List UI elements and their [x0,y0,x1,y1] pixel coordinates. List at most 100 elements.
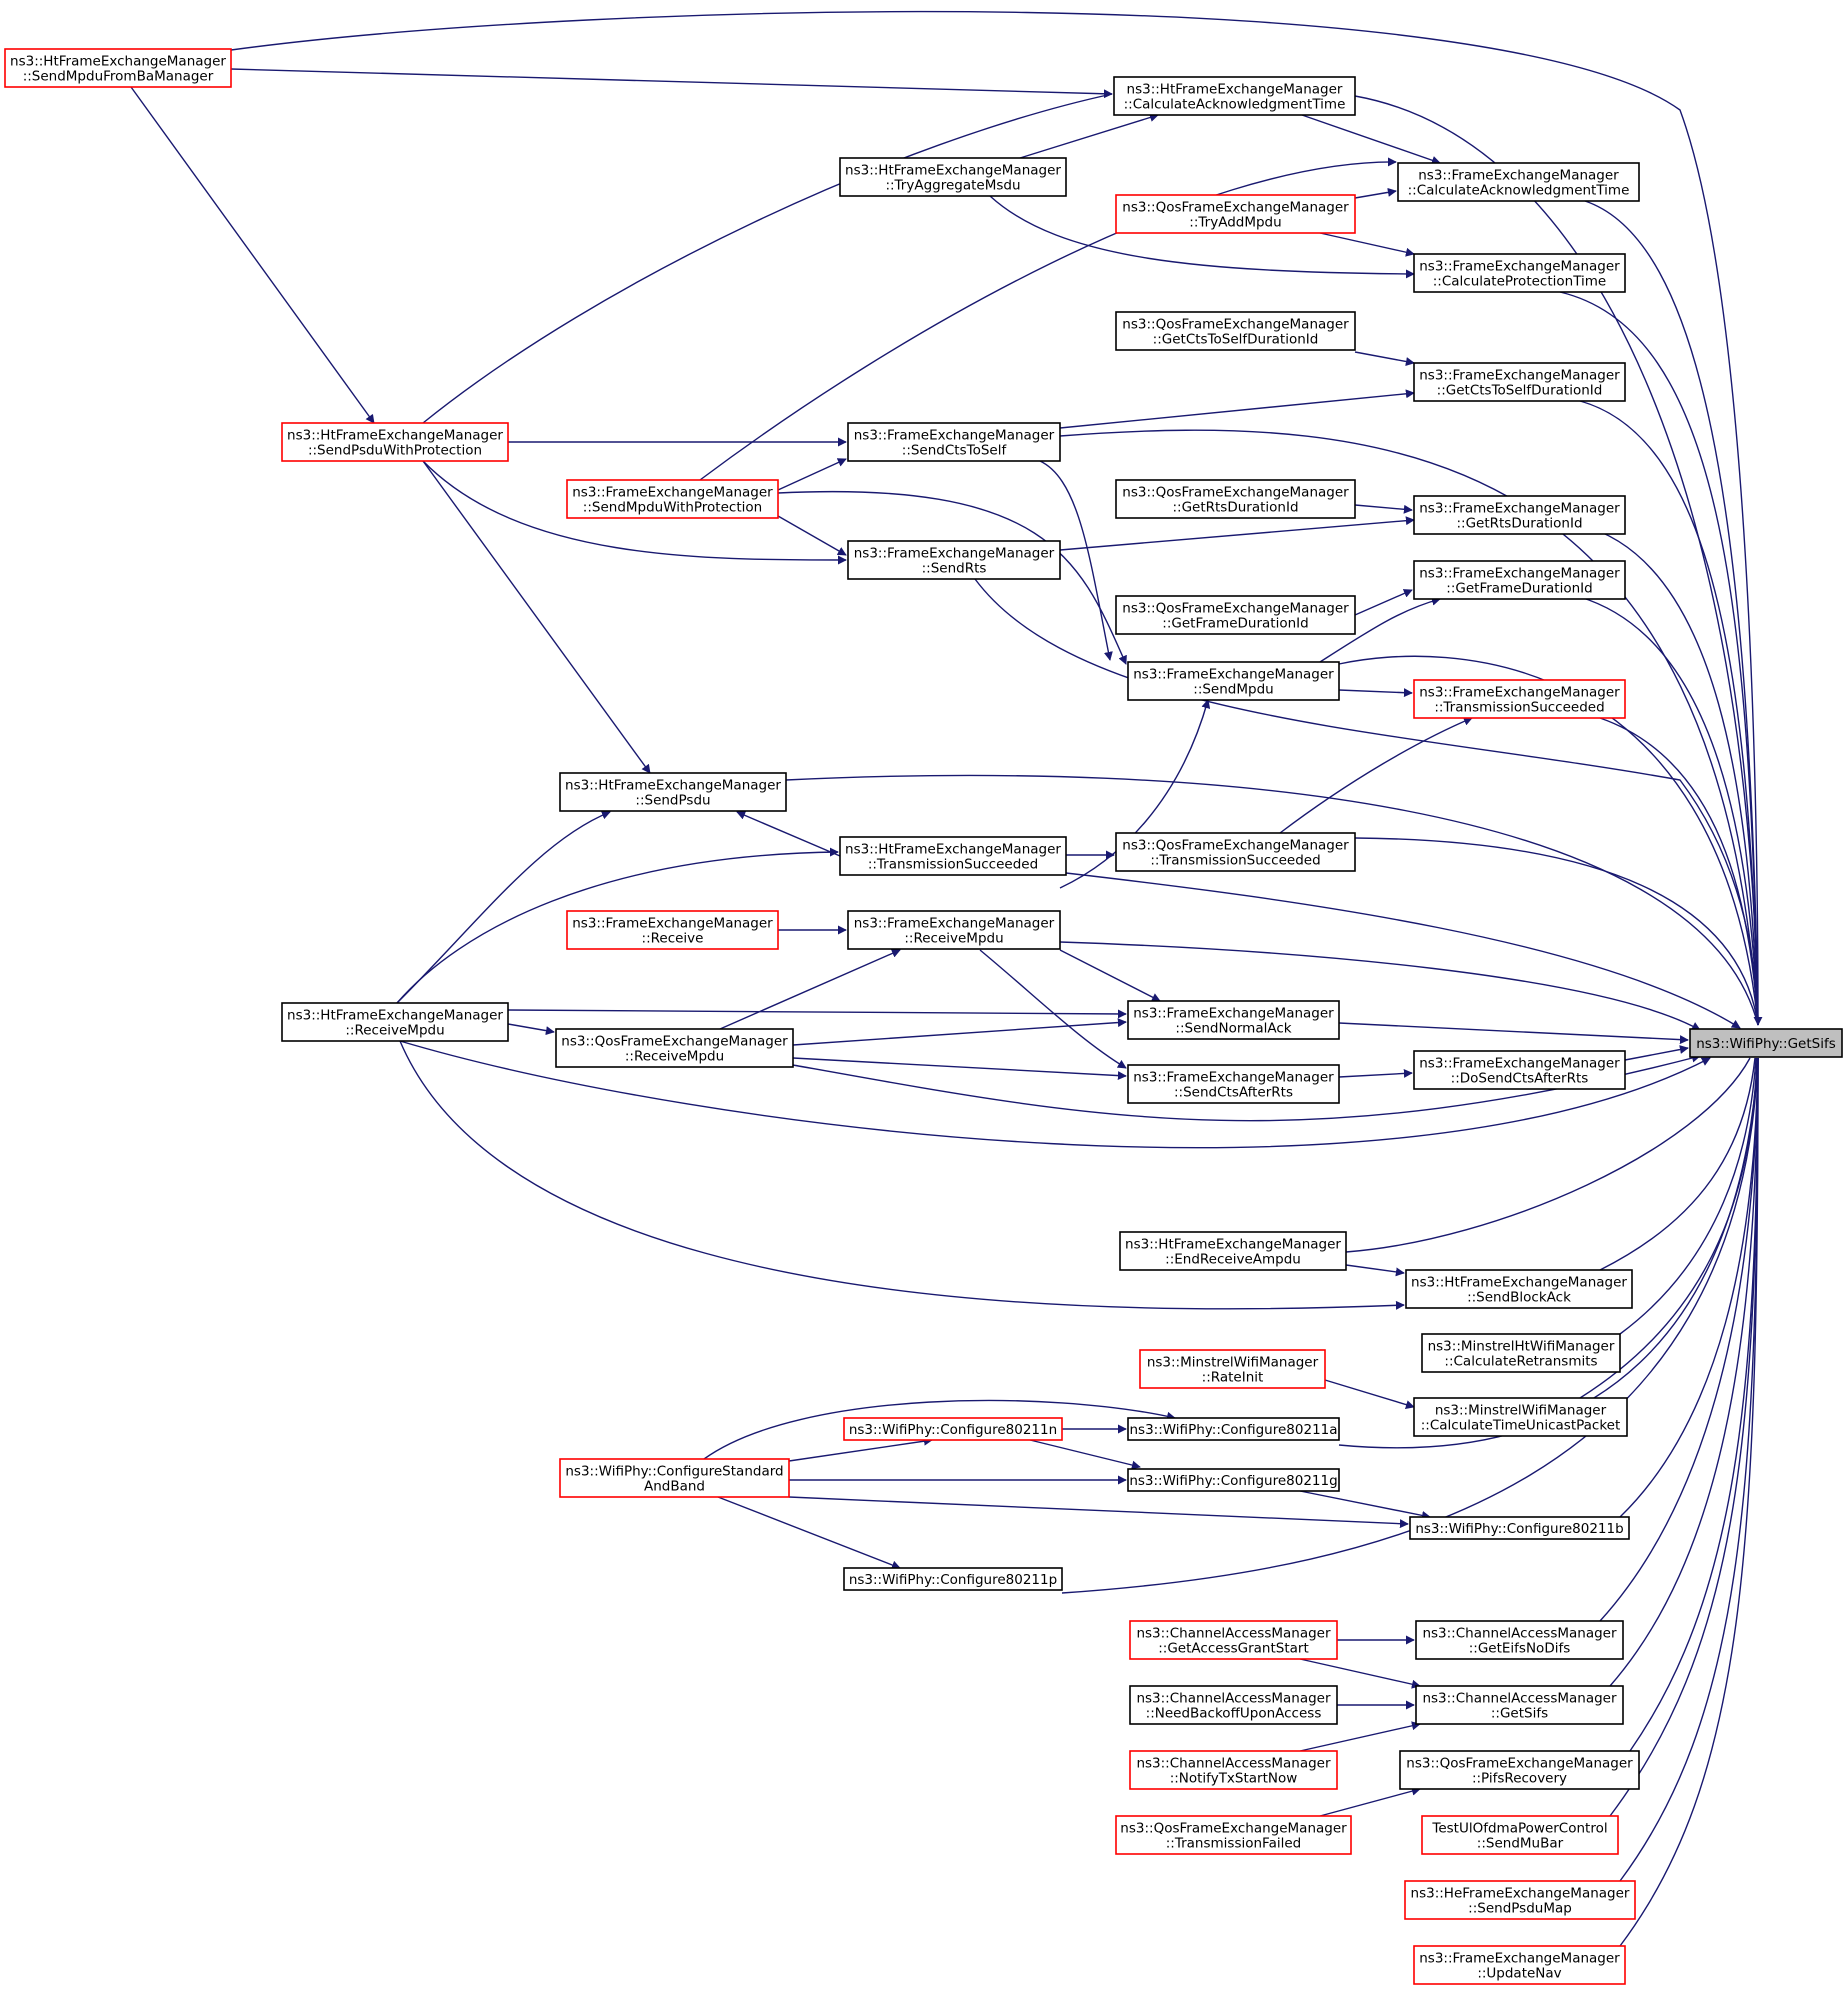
node-fem-calcprot[interactable]: ns3::FrameExchangeManager::CalculateProt… [1413,253,1626,293]
node-label: ::GetRtsDurationId [1172,500,1298,516]
call-edge [396,810,611,1004]
call-edge [1599,717,1759,1026]
call-edge [130,86,375,424]
node-fem-getframedur[interactable]: ns3::FrameExchangeManager::GetFrameDurat… [1413,560,1626,600]
node-label: ns3::QosFrameExchangeManager [1406,1756,1633,1772]
call-edge [507,1023,555,1036]
call-edge [1299,1721,1421,1752]
node-fem-dosendcts[interactable]: ns3::FrameExchangeManager::DoSendCtsAfte… [1413,1050,1626,1090]
node-label: ::TransmissionSucceeded [1150,853,1320,869]
call-edge [1354,837,1759,1026]
node-label: ::UpdateNav [1477,1966,1561,1982]
node-minstrel-rateinit[interactable]: ns3::MinstrelWifiManager::RateInit [1139,1349,1326,1389]
node-fem-getctsself[interactable]: ns3::FrameExchangeManager::GetCtsToSelfD… [1413,362,1626,402]
node-label: ::NeedBackoffUponAccess [1146,1706,1322,1722]
node-qos-getframedur[interactable]: ns3::QosFrameExchangeManager::GetFrameDu… [1115,595,1356,635]
call-edge [719,949,901,1030]
node-ht-sendpsdu[interactable]: ns3::HtFrameExchangeManager::SendPsdu [559,772,787,812]
call-edge [1061,1057,1759,1594]
node-fem-receivempdu[interactable]: ns3::FrameExchangeManager::ReceiveMpdu [847,910,1061,950]
call-edge [1338,1068,1413,1078]
node-cam-getaccessgrant[interactable]: ns3::ChannelAccessManager::GetAccessGran… [1129,1620,1338,1660]
node-ht-sendpsduprot[interactable]: ns3::HtFrameExchangeManager::SendPsduWit… [281,422,509,462]
call-edge [507,1009,1127,1019]
node-box [1115,194,1356,234]
call-edge [989,195,1415,279]
node-label: ns3::ChannelAccessManager [1136,1756,1331,1772]
node-wifiphy-80211b[interactable]: ns3::WifiPhy::Configure80211b [1409,1516,1630,1540]
call-edge [1279,717,1473,834]
node-wifiphy-80211a[interactable]: ns3::WifiPhy::Configure80211a [1127,1417,1340,1441]
node-qos-getctsself[interactable]: ns3::QosFrameExchangeManager::GetCtsToSe… [1115,311,1356,351]
node-ht-calcack[interactable]: ns3::HtFrameExchangeManager::CalculateAc… [1113,76,1356,116]
node-fem-sendctstoself[interactable]: ns3::FrameExchangeManager::SendCtsToSelf [847,422,1061,462]
node-ht-sendblockack[interactable]: ns3::HtFrameExchangeManager::SendBlockAc… [1405,1269,1633,1309]
node-label: ::TryAggregateMsdu [885,178,1020,194]
node-fem-sendmpduprot[interactable]: ns3::FrameExchangeManager::SendMpduWithP… [566,479,779,519]
node-fem-updatenav[interactable]: ns3::FrameExchangeManager::UpdateNav [1413,1945,1626,1985]
node-fem-sendmpdu[interactable]: ns3::FrameExchangeManager::SendMpdu [1127,661,1340,701]
node-label: ::GetAccessGrantStart [1158,1641,1308,1657]
node-cam-getsifs[interactable]: ns3::ChannelAccessManager::GetSifs [1415,1685,1624,1725]
node-fem-sendnormalack[interactable]: ns3::FrameExchangeManager::SendNormalAck [1127,1000,1340,1040]
node-ht-sendmpdufromba[interactable]: ns3::HtFrameExchangeManager::SendMpduFro… [4,48,232,88]
node-cam-notifytxstart[interactable]: ns3::ChannelAccessManager::NotifyTxStart… [1129,1750,1338,1790]
node-ht-endreceiveampdu[interactable]: ns3::HtFrameExchangeManager::EndReceiveA… [1119,1231,1347,1271]
node-ht-receivempdu[interactable]: ns3::HtFrameExchangeManager::ReceiveMpdu [281,1002,509,1042]
node-fem-receive[interactable]: ns3::FrameExchangeManager::Receive [566,910,779,950]
node-qos-tryaddmpdu[interactable]: ns3::QosFrameExchangeManager::TryAddMpdu [1115,194,1356,234]
call-edge [1609,1057,1759,1817]
node-label: ns3::FrameExchangeManager [1419,501,1620,517]
node-ht-tryaggmsdu[interactable]: ns3::HtFrameExchangeManager::TryAggregat… [839,157,1067,197]
node-qos-receivempdu[interactable]: ns3::QosFrameExchangeManager::ReceiveMpd… [555,1028,794,1068]
call-edge [1619,1057,1757,1335]
node-box [1413,1945,1626,1985]
node-box [1421,1333,1621,1373]
node-fem-getrts[interactable]: ns3::FrameExchangeManager::GetRtsDuratio… [1413,495,1626,535]
node-wifiphy-80211n[interactable]: ns3::WifiPhy::Configure80211n [843,1417,1063,1441]
node-label: ns3::QosFrameExchangeManager [1122,317,1349,333]
node-fem-sendrts[interactable]: ns3::FrameExchangeManager::SendRts [847,540,1061,580]
node-box [1127,1064,1340,1104]
call-edge [1059,941,1701,1031]
node-label: ns3::MinstrelWifiManager [1435,1403,1607,1419]
node-minstrelht-calcretx[interactable]: ns3::MinstrelHtWifiManager::CalculateRet… [1421,1333,1621,1373]
node-box [1119,1231,1347,1271]
call-edge [777,515,847,556]
node-getsifs-root[interactable]: ns3::WifiPhy::GetSifs [1689,1028,1843,1058]
node-label: ::TryAddMpdu [1189,215,1281,231]
node-label: ns3::FrameExchangeManager [572,485,773,501]
node-label: ns3::QosFrameExchangeManager [1122,485,1349,501]
node-minstrel-calctime[interactable]: ns3::MinstrelWifiManager::CalculateTimeU… [1413,1397,1628,1437]
node-label: ns3::HtFrameExchangeManager [287,1008,503,1024]
node-label: ns3::FrameExchangeManager [572,916,773,932]
node-cam-needbackoff[interactable]: ns3::ChannelAccessManager::NeedBackoffUp… [1129,1685,1338,1725]
node-fem-txsucc[interactable]: ns3::FrameExchangeManager::TransmissionS… [1413,679,1626,719]
node-wifiphy-80211g[interactable]: ns3::WifiPhy::Configure80211g [1127,1468,1340,1492]
node-label: ::Receive [642,931,704,947]
node-fem-sendcts[interactable]: ns3::FrameExchangeManager::SendCtsAfterR… [1127,1064,1340,1104]
node-box [1399,1750,1640,1790]
call-edge [1319,232,1415,257]
node-he-sendpsdumap[interactable]: ns3::HeFrameExchangeManager::SendPsduMap [1404,1880,1636,1920]
node-qos-txsucc[interactable]: ns3::QosFrameExchangeManager::Transmissi… [1115,832,1356,872]
node-box [1413,253,1626,293]
node-label: ns3::WifiPhy::Configure80211a [1129,1422,1337,1438]
node-qos-pifsrecovery[interactable]: ns3::QosFrameExchangeManager::PifsRecove… [1399,1750,1640,1790]
node-fem-calcack[interactable]: ns3::FrameExchangeManager::CalculateAckn… [1397,162,1640,202]
node-qos-txfailed[interactable]: ns3::QosFrameExchangeManager::Transmissi… [1115,1815,1352,1855]
node-test-sendmubar[interactable]: TestUlOfdmaPowerControl::SendMuBar [1421,1815,1619,1855]
node-label: ns3::QosFrameExchangeManager [1120,1821,1347,1837]
call-edge [1599,1057,1759,1622]
node-label: ::NotifyTxStartNow [1170,1771,1298,1787]
node-ht-txsucc[interactable]: ns3::HtFrameExchangeManager::Transmissio… [839,836,1067,876]
node-label: ::GetFrameDurationId [1446,581,1592,597]
node-label: ::PifsRecovery [1472,1771,1567,1787]
node-wifiphy-80211p[interactable]: ns3::WifiPhy::Configure80211p [843,1567,1063,1591]
node-label: ::GetRtsDurationId [1456,516,1582,532]
node-qos-getrts[interactable]: ns3::QosFrameExchangeManager::GetRtsDura… [1115,479,1356,519]
node-label: ns3::HtFrameExchangeManager [10,54,226,70]
call-edge [1019,113,1159,159]
node-cam-geteifsnodifs[interactable]: ns3::ChannelAccessManager::GetEifsNoDifs [1415,1620,1624,1660]
